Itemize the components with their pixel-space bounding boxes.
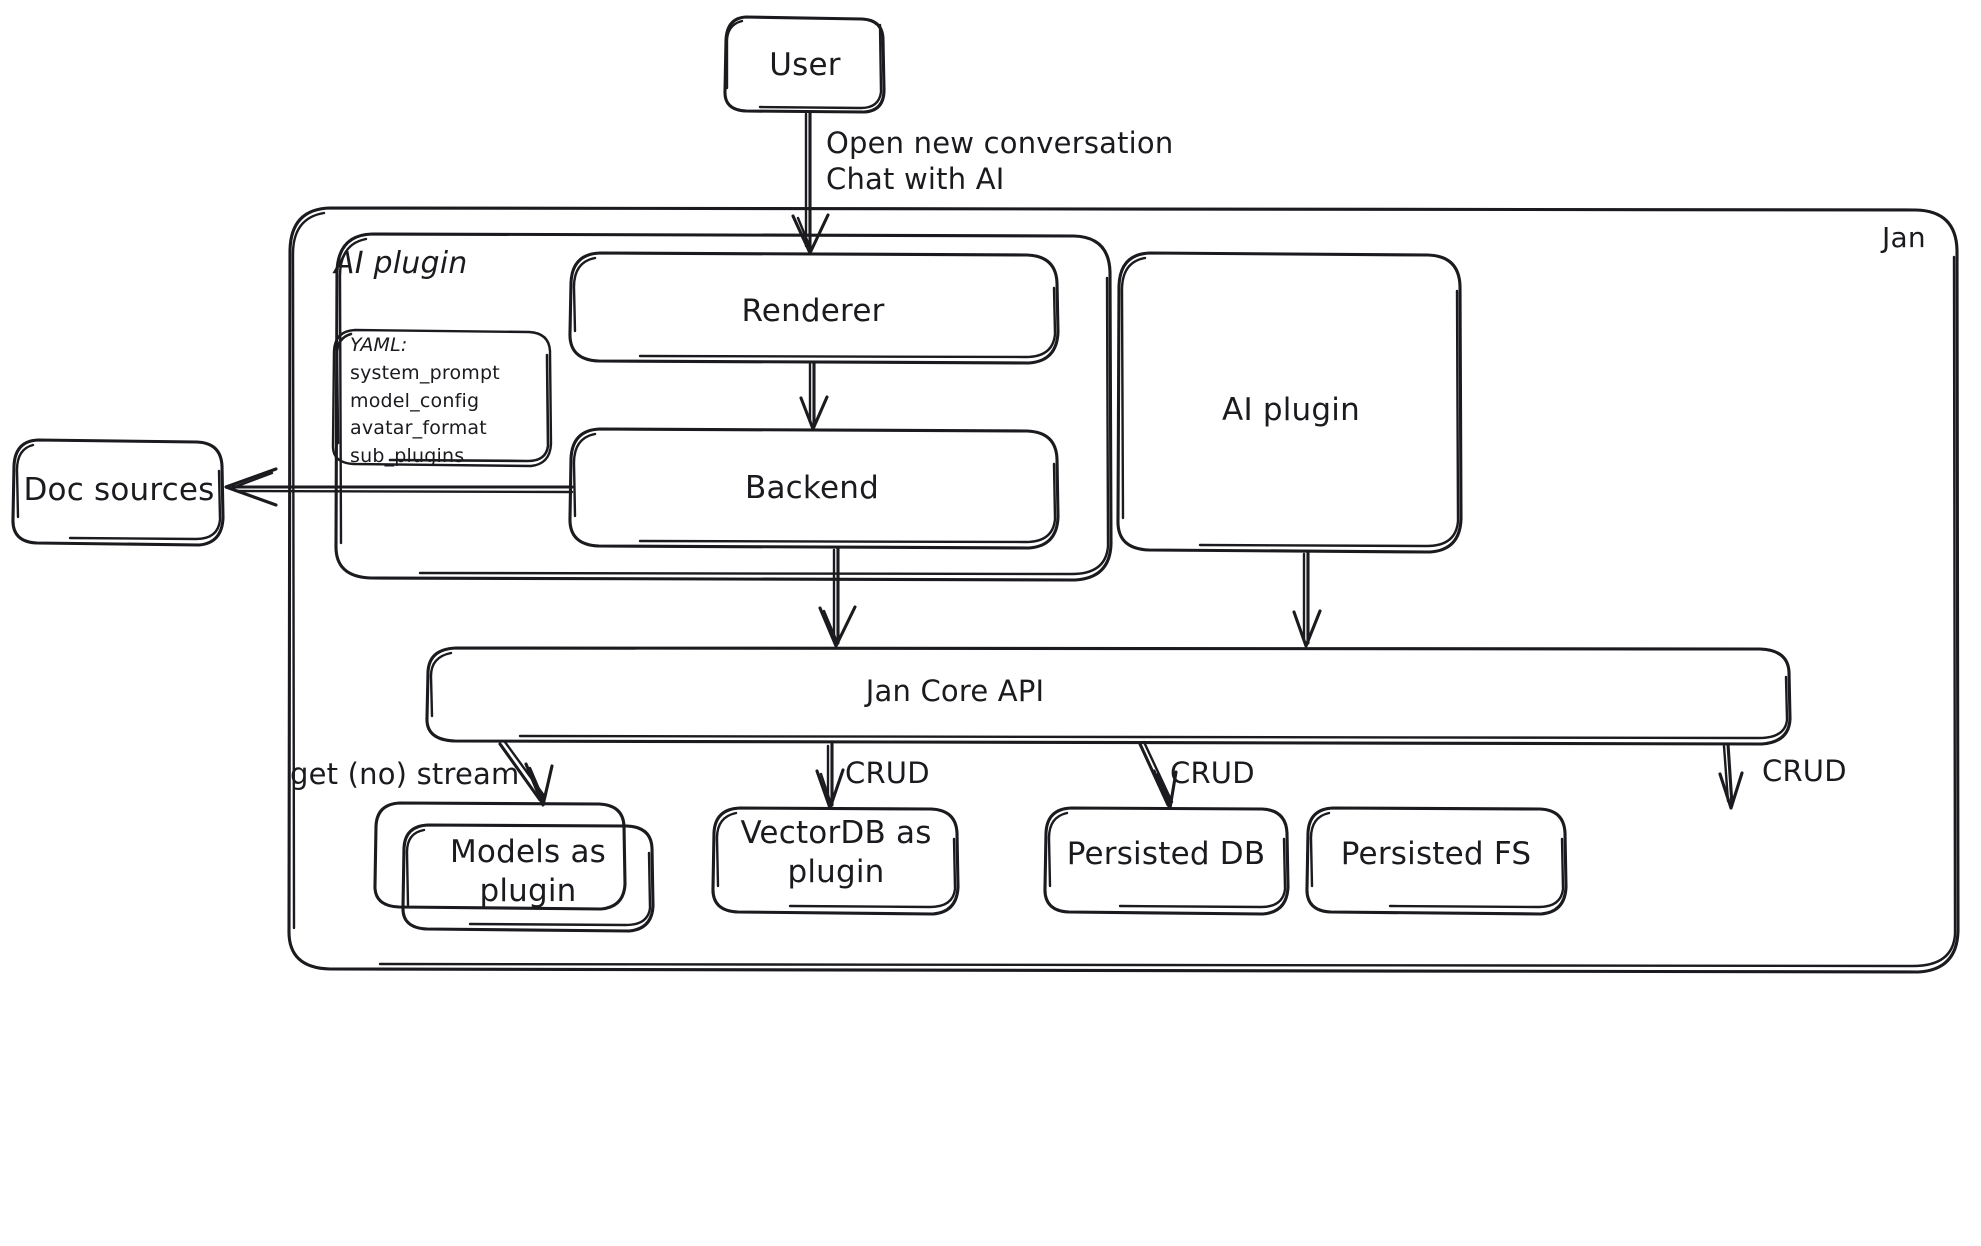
yaml-key-sub-plugins: sub_plugins (350, 445, 465, 467)
edge-api-to-models (498, 740, 554, 807)
node-models-plugin-label: Models as plugin (449, 834, 607, 909)
edge-ai-plugin-to-jan-core-api (1292, 550, 1322, 648)
node-ai-plugin-box-shape (1116, 251, 1463, 554)
group-ai-plugin-shape (334, 232, 1113, 582)
node-yaml-card-shape (331, 328, 553, 468)
node-doc-sources-label: Doc sources (23, 472, 215, 508)
node-vectordb-plugin-label: VectorDB as plugin (740, 815, 932, 890)
node-models-plugin-shape (373, 801, 655, 933)
node-user-shape (723, 15, 886, 114)
node-jan-container-shape (287, 206, 1960, 974)
edge-backend-to-jan-core-api (818, 546, 857, 648)
node-renderer-shape (568, 251, 1060, 365)
yaml-key-model-config: model_config (350, 389, 480, 412)
edge-label-api-to-vectordb: CRUD (845, 756, 930, 790)
node-persisted-fs-shape (1305, 806, 1568, 916)
group-ai-plugin-label: AI plugin (334, 246, 468, 281)
node-jan-container-label: Jan (1882, 221, 1926, 254)
edge-label-user-to-renderer: Open new conversation Chat with AI (826, 126, 1174, 197)
node-persisted-db-shape (1043, 806, 1290, 916)
node-persisted-fs-label: Persisted FS (1340, 836, 1532, 872)
node-jan-core-api-shape (425, 646, 1792, 746)
node-jan-core-api-label: Jan Core API (865, 674, 1045, 708)
edge-label-api-to-persisted-fs: CRUD (1762, 754, 1847, 788)
node-persisted-db-label: Persisted DB (1066, 836, 1266, 872)
node-vectordb-plugin-shape (711, 806, 960, 916)
edge-api-to-persisted-db (1138, 740, 1178, 810)
edge-backend-to-doc-sources (224, 467, 574, 507)
yaml-key-system-prompt: system_prompt (350, 361, 500, 384)
edge-label-api-to-models: get (no) stream (290, 757, 520, 791)
node-ai-plugin-box-label: AI plugin (1222, 392, 1360, 428)
edge-renderer-to-backend (799, 360, 829, 431)
edge-api-to-vectordb (815, 742, 845, 810)
node-doc-sources-shape (11, 438, 225, 547)
node-user-label: User (769, 47, 841, 83)
edge-label-api-to-persisted-db: CRUD (1170, 756, 1255, 790)
yaml-header: YAML: (350, 334, 408, 356)
node-backend-label: Backend (745, 470, 879, 506)
node-renderer-label: Renderer (741, 293, 885, 329)
edge-user-to-renderer (791, 110, 830, 255)
node-backend-shape (568, 427, 1060, 550)
yaml-key-avatar-format: avatar_format (350, 417, 487, 440)
edge-api-to-persisted-fs (1718, 742, 1744, 810)
yaml-card-content: YAML: system_prompt model_config avatar_… (350, 334, 500, 469)
